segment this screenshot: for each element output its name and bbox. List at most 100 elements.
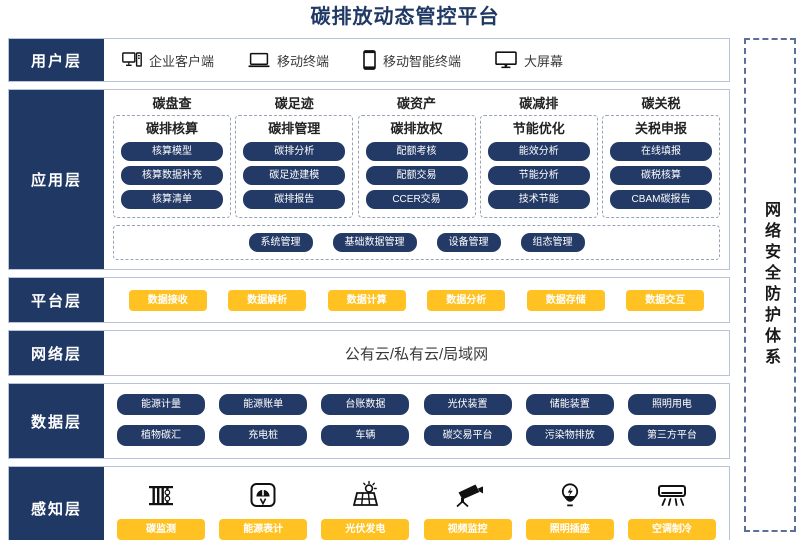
- app-column-box: 节能优化 能效分析 节能分析 技术节能: [479, 115, 598, 218]
- app-item-button[interactable]: 碳排报告: [243, 190, 346, 209]
- page-title: 碳排放动态管控平台: [310, 6, 500, 28]
- solar-panel-icon: [350, 475, 380, 515]
- user-item-smart-mobile-terminal[interactable]: 移动智能终端: [363, 50, 461, 70]
- layer-body-network: 公有云/私有云/局域网: [104, 331, 729, 375]
- app-column-box: 碳排管理 碳排分析 碳足迹建模 碳排报告: [235, 115, 354, 218]
- layer-row-application: 应用层 碳盘查 碳排核算 核算模型 核算数据补充 核算清单 碳足迹: [8, 89, 730, 270]
- user-item-enterprise-client[interactable]: 企业客户端: [122, 51, 214, 70]
- app-item-button[interactable]: 节能分析: [487, 166, 590, 185]
- user-item-label: 移动终端: [277, 53, 330, 69]
- light-bulb-icon: [555, 475, 585, 515]
- layer-label-network: 网络层: [9, 331, 104, 375]
- app-item-button[interactable]: 技术节能: [487, 190, 590, 209]
- app-item-button[interactable]: 在线填报: [610, 142, 712, 161]
- app-item-button[interactable]: CCER交易: [365, 190, 468, 209]
- app-item-button[interactable]: 碳税核算: [610, 166, 712, 185]
- app-item-button[interactable]: 能效分析: [487, 142, 590, 161]
- sense-item-label: 空调制冷: [627, 519, 716, 540]
- app-bottom-button[interactable]: 基础数据管理: [332, 233, 417, 252]
- app-column-carbon-footprint: 碳足迹 碳排管理 碳排分析 碳足迹建模 碳排报告: [235, 96, 354, 218]
- data-item-button[interactable]: 能源计量: [117, 394, 205, 415]
- layer-row-data: 数据层 能源计量 能源账单 台账数据 光伏装置 储能装置 照明用电 植物碳汇 充…: [8, 383, 730, 459]
- layer-body-user: 企业客户端 移动终端: [104, 39, 729, 81]
- data-item-button[interactable]: 车辆: [321, 425, 410, 446]
- sense-item-lighting-socket[interactable]: 照明插座: [525, 475, 614, 540]
- app-item-button[interactable]: 配额交易: [365, 166, 468, 185]
- layer-row-sense: 感知层: [8, 466, 730, 540]
- app-column-title: 碳关税: [641, 96, 681, 111]
- user-item-mobile-terminal[interactable]: 移动终端: [248, 51, 329, 70]
- sense-item-energy-meter[interactable]: 能源表计: [219, 475, 308, 540]
- app-item-button[interactable]: 核算清单: [121, 190, 223, 209]
- app-column-subtitle: 关税申报: [634, 121, 687, 136]
- app-column-carbon-asset: 碳资产 碳排放权 配额考核 配额交易 CCER交易: [357, 96, 476, 218]
- app-column-carbon-inventory: 碳盘查 碳排核算 核算模型 核算数据补充 核算清单: [113, 96, 231, 218]
- app-column-carbon-tariff: 碳关税 关税申报 在线填报 碳税核算 CBAM碳报告: [602, 96, 720, 218]
- app-item-button[interactable]: 核算模型: [121, 142, 223, 161]
- layer-body-application: 碳盘查 碳排核算 核算模型 核算数据补充 核算清单 碳足迹 碳排管理 碳排分析: [104, 90, 729, 269]
- layer-stack: 用户层 企业客户端: [8, 38, 730, 540]
- data-item-button[interactable]: 污染物排放: [525, 425, 614, 446]
- app-column-subtitle: 碳排管理: [268, 121, 321, 136]
- data-item-button[interactable]: 台账数据: [321, 394, 410, 415]
- data-item-button[interactable]: 储能装置: [525, 394, 614, 415]
- app-column-subtitle: 碳排放权: [390, 121, 443, 136]
- platform-item-button[interactable]: 数据交互: [626, 289, 705, 311]
- data-item-button[interactable]: 碳交易平台: [423, 425, 512, 446]
- app-column-title: 碳足迹: [274, 96, 314, 111]
- sense-item-pv-generation[interactable]: 光伏发电: [321, 475, 410, 540]
- sense-item-label: 能源表计: [219, 519, 308, 540]
- data-item-button[interactable]: 照明用电: [627, 394, 716, 415]
- app-item-button[interactable]: 碳排分析: [243, 142, 346, 161]
- platform-item-button[interactable]: 数据计算: [327, 289, 406, 311]
- big-screen-icon: [495, 51, 517, 69]
- application-columns: 碳盘查 碳排核算 核算模型 核算数据补充 核算清单 碳足迹 碳排管理 碳排分析: [113, 96, 720, 218]
- platform-item-button[interactable]: 数据存储: [526, 289, 605, 311]
- data-row-1: 能源计量 能源账单 台账数据 光伏装置 储能装置 照明用电: [117, 394, 716, 415]
- sense-item-label: 照明插座: [525, 519, 614, 540]
- sense-item-hvac-cooling[interactable]: 空调制冷: [627, 475, 716, 540]
- platform-item-button[interactable]: 数据解析: [228, 289, 307, 311]
- app-item-button[interactable]: CBAM碳报告: [610, 190, 712, 209]
- application-bottom-bar: 系统管理 基础数据管理 设备管理 组态管理: [113, 225, 720, 260]
- app-item-button[interactable]: 配额考核: [365, 142, 468, 161]
- app-column-carbon-reduction: 碳减排 节能优化 能效分析 节能分析 技术节能: [479, 96, 598, 218]
- sense-item-carbon-monitoring[interactable]: 碳监测: [117, 475, 205, 540]
- data-item-button[interactable]: 光伏装置: [423, 394, 512, 415]
- sense-item-label: 视频监控: [423, 519, 512, 540]
- platform-item-button[interactable]: 数据分析: [427, 289, 506, 311]
- sense-item-video-surveillance[interactable]: 视频监控: [423, 475, 512, 540]
- layer-label-application: 应用层: [9, 90, 104, 269]
- app-bottom-button[interactable]: 设备管理: [436, 233, 501, 252]
- app-column-subtitle: 节能优化: [512, 121, 565, 136]
- data-row-2: 植物碳汇 充电桩 车辆 碳交易平台 污染物排放 第三方平台: [117, 425, 716, 446]
- data-item-button[interactable]: 充电桩: [219, 425, 308, 446]
- data-item-button[interactable]: 第三方平台: [627, 425, 716, 446]
- data-item-button[interactable]: 植物碳汇: [117, 425, 205, 446]
- app-bottom-button[interactable]: 组态管理: [520, 233, 585, 252]
- security-panel: 网络安全防护体系: [744, 38, 796, 532]
- app-column-box: 关税申报 在线填报 碳税核算 CBAM碳报告: [602, 115, 720, 218]
- app-item-button[interactable]: 核算数据补充: [121, 166, 223, 185]
- smartphone-icon: [363, 50, 376, 70]
- app-item-button[interactable]: 碳足迹建模: [243, 166, 346, 185]
- cctv-camera-icon: [452, 475, 484, 515]
- layer-label-sense: 感知层: [9, 467, 104, 540]
- user-item-label: 大屏幕: [524, 53, 564, 69]
- laptop-icon: [248, 52, 270, 69]
- layer-label-data: 数据层: [9, 384, 104, 458]
- user-item-label: 移动智能终端: [383, 53, 462, 69]
- user-item-label: 企业客户端: [149, 53, 215, 69]
- app-column-title: 碳减排: [519, 96, 559, 111]
- sense-grid: 碳监测 能源表计: [117, 475, 716, 540]
- user-item-big-screen[interactable]: 大屏幕: [495, 51, 563, 70]
- layer-row-user: 用户层 企业客户端: [8, 38, 730, 82]
- platform-item-button[interactable]: 数据接收: [128, 289, 207, 311]
- layer-body-data: 能源计量 能源账单 台账数据 光伏装置 储能装置 照明用电 植物碳汇 充电桩 车…: [104, 384, 729, 458]
- data-item-button[interactable]: 能源账单: [219, 394, 308, 415]
- network-text: 公有云/私有云/局域网: [344, 345, 489, 363]
- app-bottom-button[interactable]: 系统管理: [248, 233, 313, 252]
- carbon-monitor-icon: [146, 475, 176, 515]
- air-conditioner-icon: [656, 475, 688, 515]
